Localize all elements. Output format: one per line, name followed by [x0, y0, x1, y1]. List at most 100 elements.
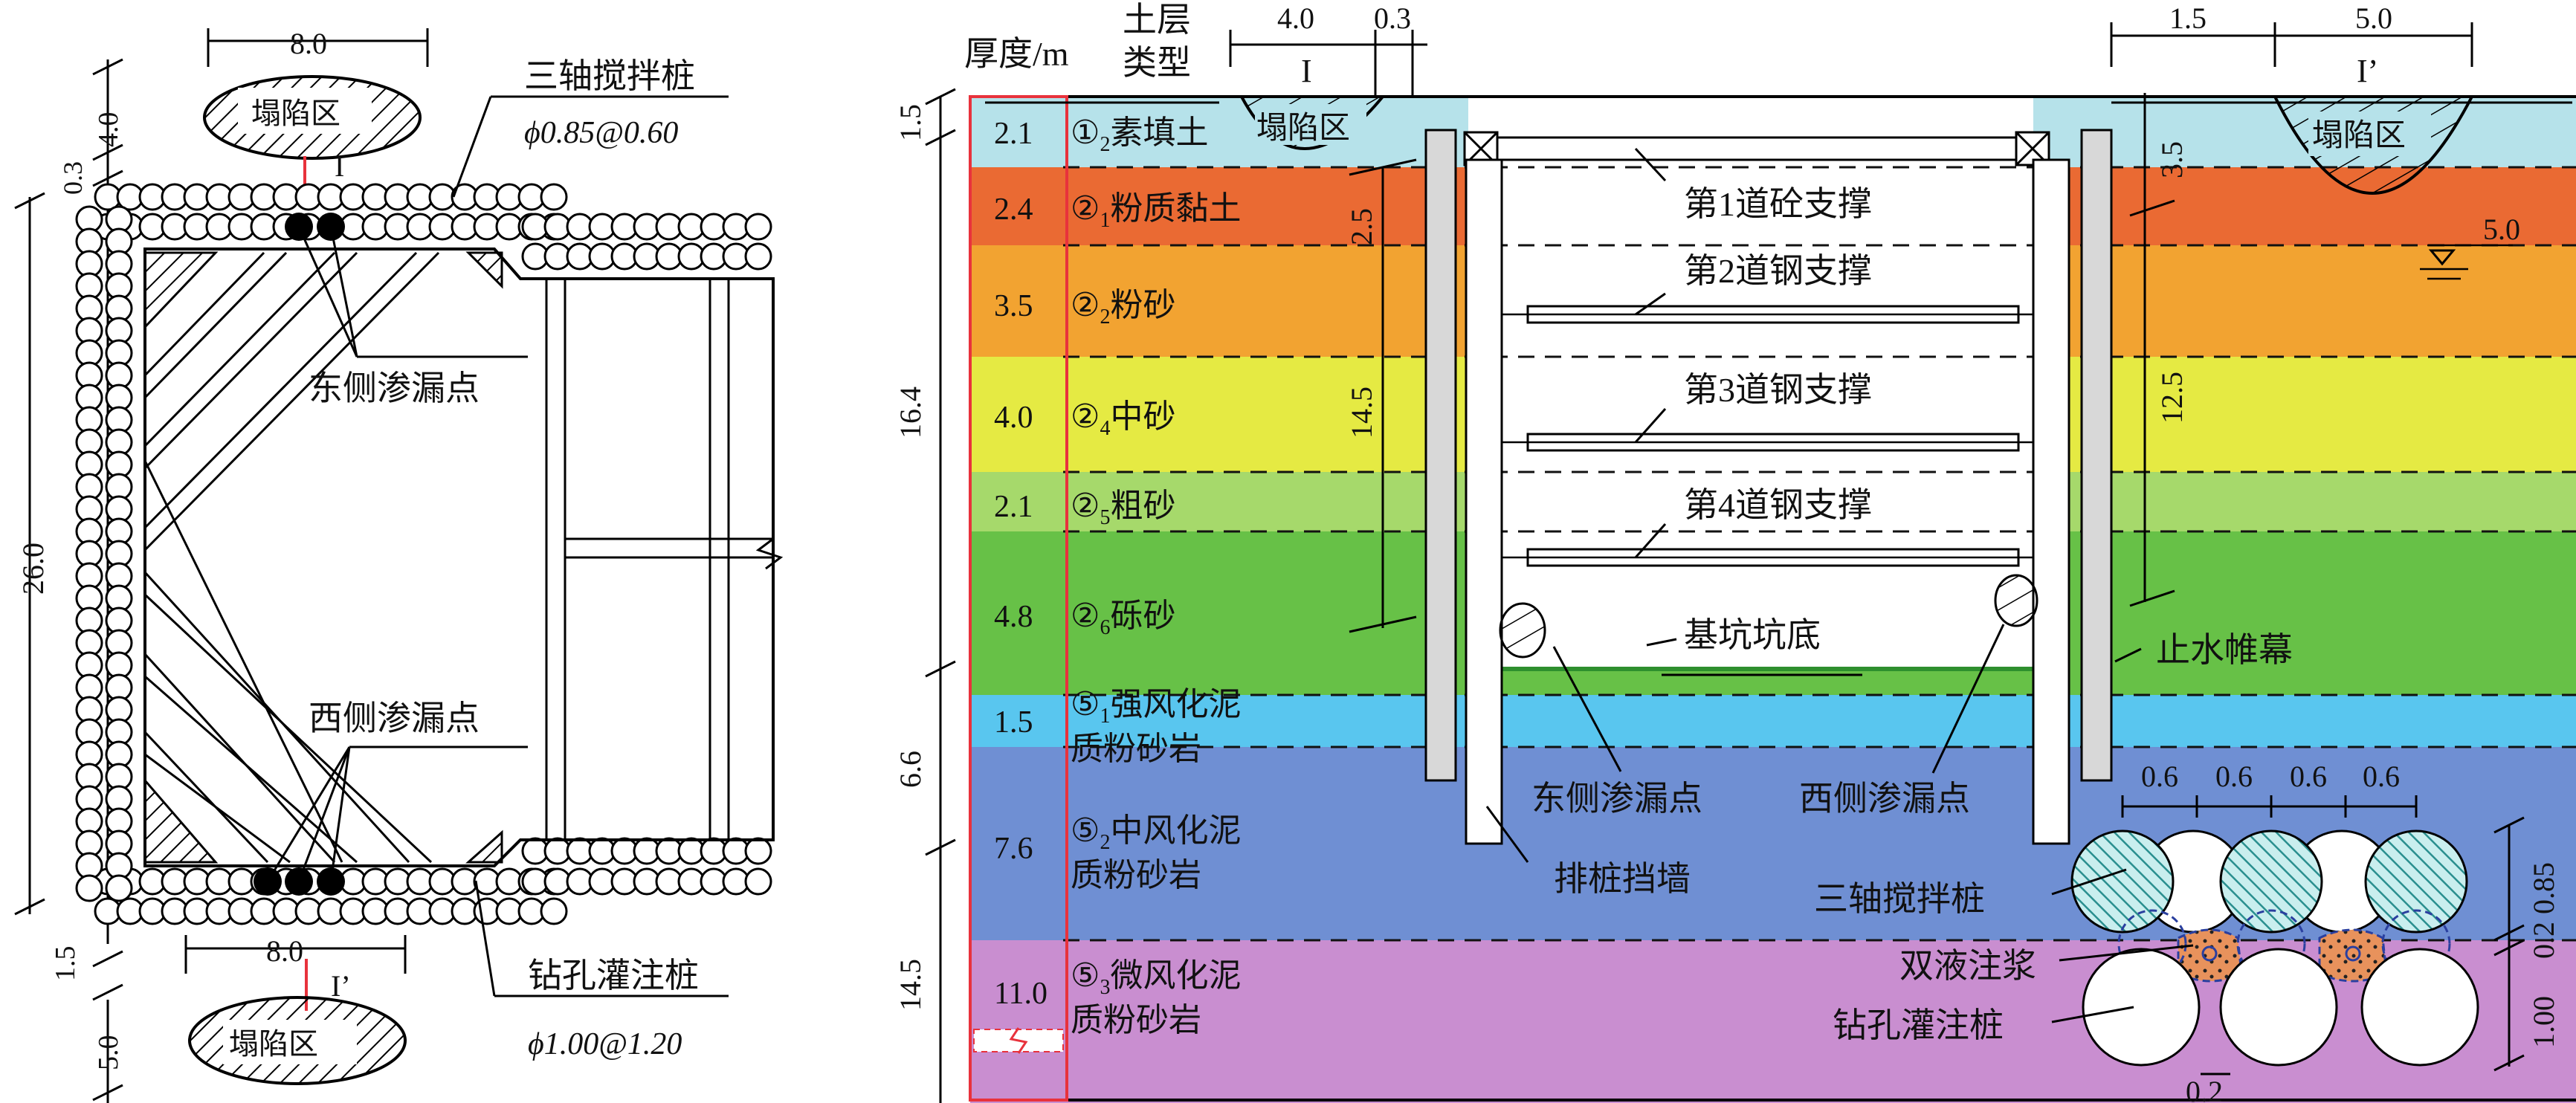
curtain-label: 止水帷幕: [2156, 631, 2293, 669]
extension-frame: [545, 279, 784, 840]
layer-name-line2: 质粉砂岩: [1071, 731, 1201, 767]
diagonal-struts: [143, 251, 440, 864]
spacing-2: 0.6: [2215, 760, 2253, 793]
pile-detail: 0.6 0.6 0.6 0.6 0.85 0.2: [1814, 760, 2560, 1103]
layer-thickness: 2.4: [994, 193, 1033, 227]
corner-brace-br: [465, 829, 503, 864]
dim-12-5: 12.5: [2155, 372, 2189, 424]
detail-dim-100: 1.00: [2527, 996, 2560, 1048]
header-type-2: 类型: [1123, 44, 1191, 82]
dim-top-width: 8.0: [290, 27, 327, 60]
pile-circle: [744, 837, 772, 865]
bored-pile-spec: ϕ1.00@1.20: [528, 1027, 682, 1061]
bored-pile-label: 钻孔灌注桩: [528, 957, 699, 994]
top-dim-b: 0.3: [1374, 1, 1411, 35]
collapse-label-left: 塌陷区: [1256, 111, 1350, 146]
curtain-right: [2080, 129, 2113, 782]
corner-brace-bl: [143, 777, 219, 864]
layer-thickness: 3.5: [994, 289, 1033, 323]
detail-mix-label: 三轴搅拌桩: [1814, 880, 1985, 918]
curtain-left: [1424, 129, 1457, 782]
pile-circle: [540, 183, 568, 211]
strut-4-label: 第4道钢支撑: [1684, 486, 1872, 524]
corner-brace-tl: [143, 251, 219, 330]
top-dim-d: 5.0: [2355, 1, 2392, 35]
east-leak-blob: [1499, 602, 1546, 659]
strut-3-label: 第3道钢支撑: [1684, 371, 1872, 409]
layer-thickness: 4.8: [994, 600, 1033, 634]
dim-bottom-offset: 5.0: [93, 1035, 124, 1071]
water-level-icon: [2428, 249, 2456, 266]
spacing-3: 0.6: [2290, 760, 2327, 793]
mixing-pile-hatched: [2219, 829, 2323, 934]
strut-1-label: 第1道砼支撑: [1684, 185, 1872, 223]
layer-name: ②2粉砂: [1071, 287, 1175, 329]
layer-thickness: 7.6: [994, 832, 1033, 866]
header-thickness: 厚度/m: [964, 35, 1069, 73]
dim-bottom-gap: 1.5: [50, 946, 81, 982]
layer-thickness: 1.5: [994, 705, 1033, 740]
excavation: [1468, 97, 2033, 669]
bored-pile-circle: [2082, 948, 2201, 1067]
detail-gap: 0.2: [2186, 1075, 2223, 1103]
layer-name: ②1粉质黏土: [1071, 190, 1241, 232]
east-leak-label: 东侧渗漏点: [309, 369, 480, 407]
pile-ring-group: [75, 183, 772, 925]
detail-bored-label: 钻孔灌注桩: [1833, 1006, 2004, 1044]
layer-name: ②4中砂: [1071, 398, 1175, 440]
mixing-pile-label: 三轴搅拌桩: [524, 57, 695, 95]
east-leak-label-section: 东侧渗漏点: [1531, 780, 1702, 818]
section-I: I: [1301, 53, 1312, 89]
pile-circle: [105, 874, 133, 902]
layer-name: ⑤3微风化泥: [1071, 957, 1241, 999]
layer-name: ⑤1强风化泥: [1071, 686, 1241, 728]
spacing-1: 0.6: [2141, 760, 2178, 793]
mixing-pile-hatched: [2364, 829, 2468, 934]
pile-circle: [744, 242, 772, 271]
mixing-pile-hatched: [2070, 829, 2175, 934]
pile-circle: [75, 874, 103, 902]
mixing-pile-spec: ϕ0.85@0.60: [524, 116, 678, 150]
dim-gap: 0.3: [58, 161, 88, 195]
depth-dim-1: 1.5: [894, 104, 927, 141]
layer-strong-weathered: [970, 695, 2576, 747]
pile-wall-right: [2032, 158, 2070, 845]
section-mark-top: I: [335, 149, 344, 183]
top-dim-a: 4.0: [1277, 1, 1314, 35]
strut-1: [1482, 136, 2020, 161]
corner-brace-tr: [465, 251, 503, 289]
layer-thickness: 2.1: [994, 490, 1033, 524]
detail-dim-02: 0.2: [2527, 922, 2560, 959]
pile-circle: [540, 897, 568, 925]
dim-2-5: 2.5: [1345, 208, 1378, 245]
detail-dim-085: 0.85: [2527, 862, 2560, 914]
dim-top-offset: 4.0: [93, 112, 124, 148]
west-leak-blob: [1994, 574, 2038, 627]
layer-thickness: 4.0: [994, 401, 1033, 435]
west-leak-label: 西侧渗漏点: [309, 699, 480, 737]
section-mark-bottom: I’: [331, 969, 351, 1003]
west-leak-label-section: 西侧渗漏点: [1799, 780, 1970, 818]
section-I2: I’: [2357, 53, 2378, 89]
pit-outline: [143, 248, 775, 867]
bored-pile-circle: [2360, 948, 2479, 1067]
dim-14-5: 14.5: [1345, 386, 1378, 439]
strut-2-label: 第2道钢支撑: [1684, 252, 1872, 290]
layer-thickness: 2.1: [994, 117, 1033, 151]
collapse-label-bottom: 塌陷区: [229, 1027, 318, 1061]
pile-wall-label: 排桩挡墙: [1554, 860, 1691, 898]
layer-name: ⑤2中风化泥: [1071, 812, 1241, 854]
layer-name: ②5粗砂: [1071, 488, 1175, 529]
collapse-label-right: 塌陷区: [2312, 119, 2406, 153]
plan-view: 塌陷区 I 8.0 4.0 0.3 26.0 1.5 5.0: [14, 27, 784, 1103]
pile-wall-left: [1465, 158, 1503, 845]
bored-pile-circle: [2219, 948, 2338, 1067]
dim-height: 26.0: [16, 543, 50, 595]
depth-dim-4: 14.5: [894, 959, 927, 1011]
dim-bottom-width: 8.0: [266, 934, 303, 968]
dim-3-5: 3.5: [2155, 141, 2189, 178]
